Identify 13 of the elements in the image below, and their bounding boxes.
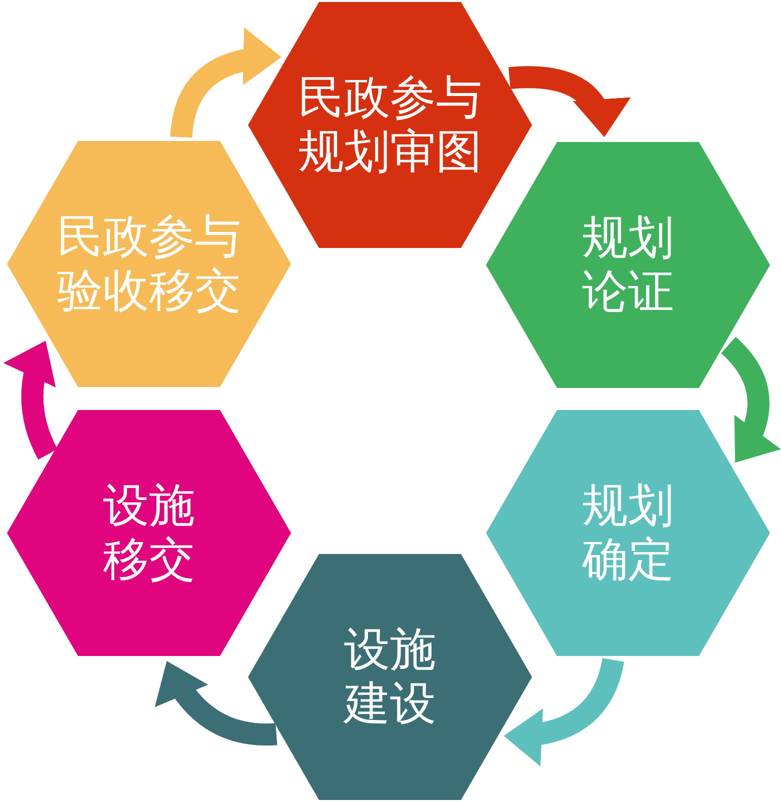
curved-arrow [508, 66, 628, 138]
step-label: 民政参与规划审图 [298, 71, 482, 179]
step-label: 规划论证 [582, 211, 674, 319]
hexagon-node [7, 410, 291, 656]
hexagon-node [7, 141, 291, 387]
step-label: 设施移交 [103, 479, 195, 587]
hexagon-node [486, 410, 770, 656]
step-label: 设施建设 [344, 623, 436, 731]
step-label: 民政参与验收移交 [57, 210, 241, 318]
hexagon-node [248, 2, 532, 248]
step-label: 规划确定 [582, 479, 674, 587]
hexagon-node [248, 554, 532, 800]
hexagon-node [486, 142, 770, 388]
